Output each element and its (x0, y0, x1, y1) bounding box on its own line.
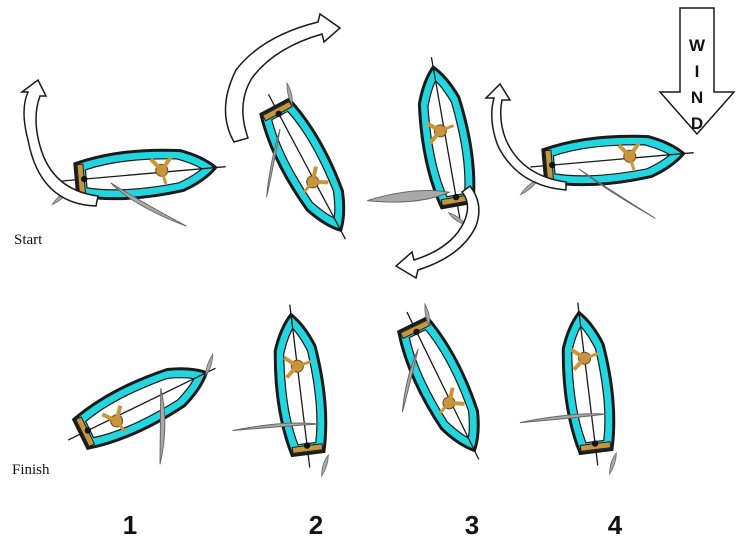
boat-finish-2 (232, 300, 335, 477)
step-number-1: 1 (122, 510, 138, 540)
turn-arrow-3 (394, 184, 480, 280)
wind-letter-w: W (688, 36, 706, 55)
boat-finish-1 (56, 345, 228, 465)
boat-finish-3 (384, 300, 502, 472)
boat-start-3 (367, 51, 485, 229)
wind-letter-n: N (690, 88, 704, 107)
start-label: Start (14, 232, 43, 248)
turn-arrow-1 (19, 78, 99, 207)
boat-finish-4 (519, 298, 623, 475)
boat-start-2 (246, 81, 368, 252)
turn-arrow-4 (484, 82, 567, 191)
step-number-2: 2 (308, 510, 324, 540)
boat-start-1 (50, 142, 230, 227)
finish-label: Finish (12, 462, 50, 478)
wind-letter-i: I (694, 62, 700, 81)
wind-letter-d: D (690, 114, 704, 133)
turn-arrow-2 (224, 12, 342, 143)
step-number-4: 4 (607, 510, 623, 540)
step-number-3: 3 (464, 510, 480, 540)
wind-arrow-icon (658, 7, 736, 136)
boat-start-4 (518, 128, 698, 219)
